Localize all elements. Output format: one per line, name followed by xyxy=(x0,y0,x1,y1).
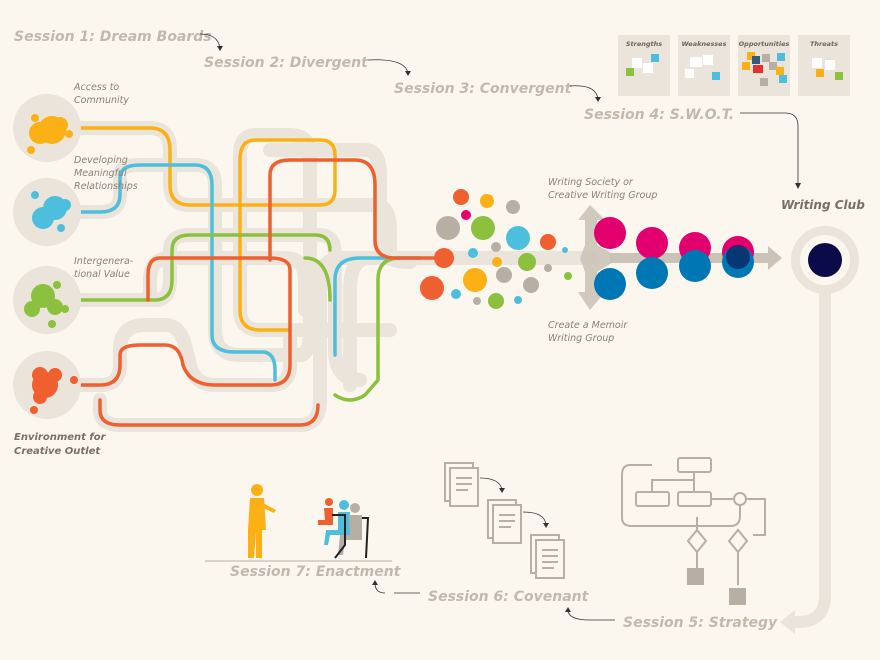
swot-threats-board: Threats xyxy=(798,35,850,96)
node-meaningful-relationships xyxy=(13,178,81,246)
writing-club-node xyxy=(780,226,859,634)
input-nodes xyxy=(13,94,81,419)
session-connector-arrows xyxy=(199,33,801,621)
session-3-label: Session 3: Convergent xyxy=(394,81,573,97)
strategy-flowchart-fill xyxy=(687,568,746,605)
strategy-flowchart-icon xyxy=(621,457,766,585)
outcome-circles xyxy=(594,217,754,300)
covenant-arrows xyxy=(479,477,549,528)
svg-text:Opportunities: Opportunities xyxy=(739,40,790,48)
idea-bubbles xyxy=(420,189,572,309)
node-intergenerational-value xyxy=(13,266,81,334)
session-7-label: Session 7: Enactment xyxy=(230,564,402,580)
swot-strengths-board: Strengths xyxy=(618,35,670,96)
node-creative-outlet xyxy=(13,351,81,419)
audience-figures xyxy=(318,498,370,559)
session-1-label: Session 1: Dream Boards xyxy=(14,29,212,45)
svg-text:Strengths: Strengths xyxy=(626,40,662,48)
swot-opportunities-board: Opportunities xyxy=(738,35,790,96)
speaker-figure xyxy=(248,484,276,558)
pathway-lines xyxy=(58,126,442,427)
session-4-label: Session 4: S.W.O.T. xyxy=(584,107,734,123)
session-2-label: Session 2: Divergent xyxy=(204,55,369,71)
svg-text:Threats: Threats xyxy=(810,40,838,48)
session-5-label: Session 5: Strategy xyxy=(623,615,778,631)
enactment-figures-icon xyxy=(205,484,392,562)
swot-boards: Strengths Weaknesses Opportunities Threa… xyxy=(618,35,850,96)
svg-text:Weaknesses: Weaknesses xyxy=(682,40,727,48)
label-intergenerational-value: Intergenera-tional Value xyxy=(74,256,134,280)
swot-weaknesses-board: Weaknesses xyxy=(678,35,730,96)
covenant-documents-icon xyxy=(444,462,565,579)
node-access-to-community xyxy=(13,94,81,162)
label-writing-club: Writing Club xyxy=(781,198,865,212)
session-6-label: Session 6: Covenant xyxy=(428,589,590,605)
